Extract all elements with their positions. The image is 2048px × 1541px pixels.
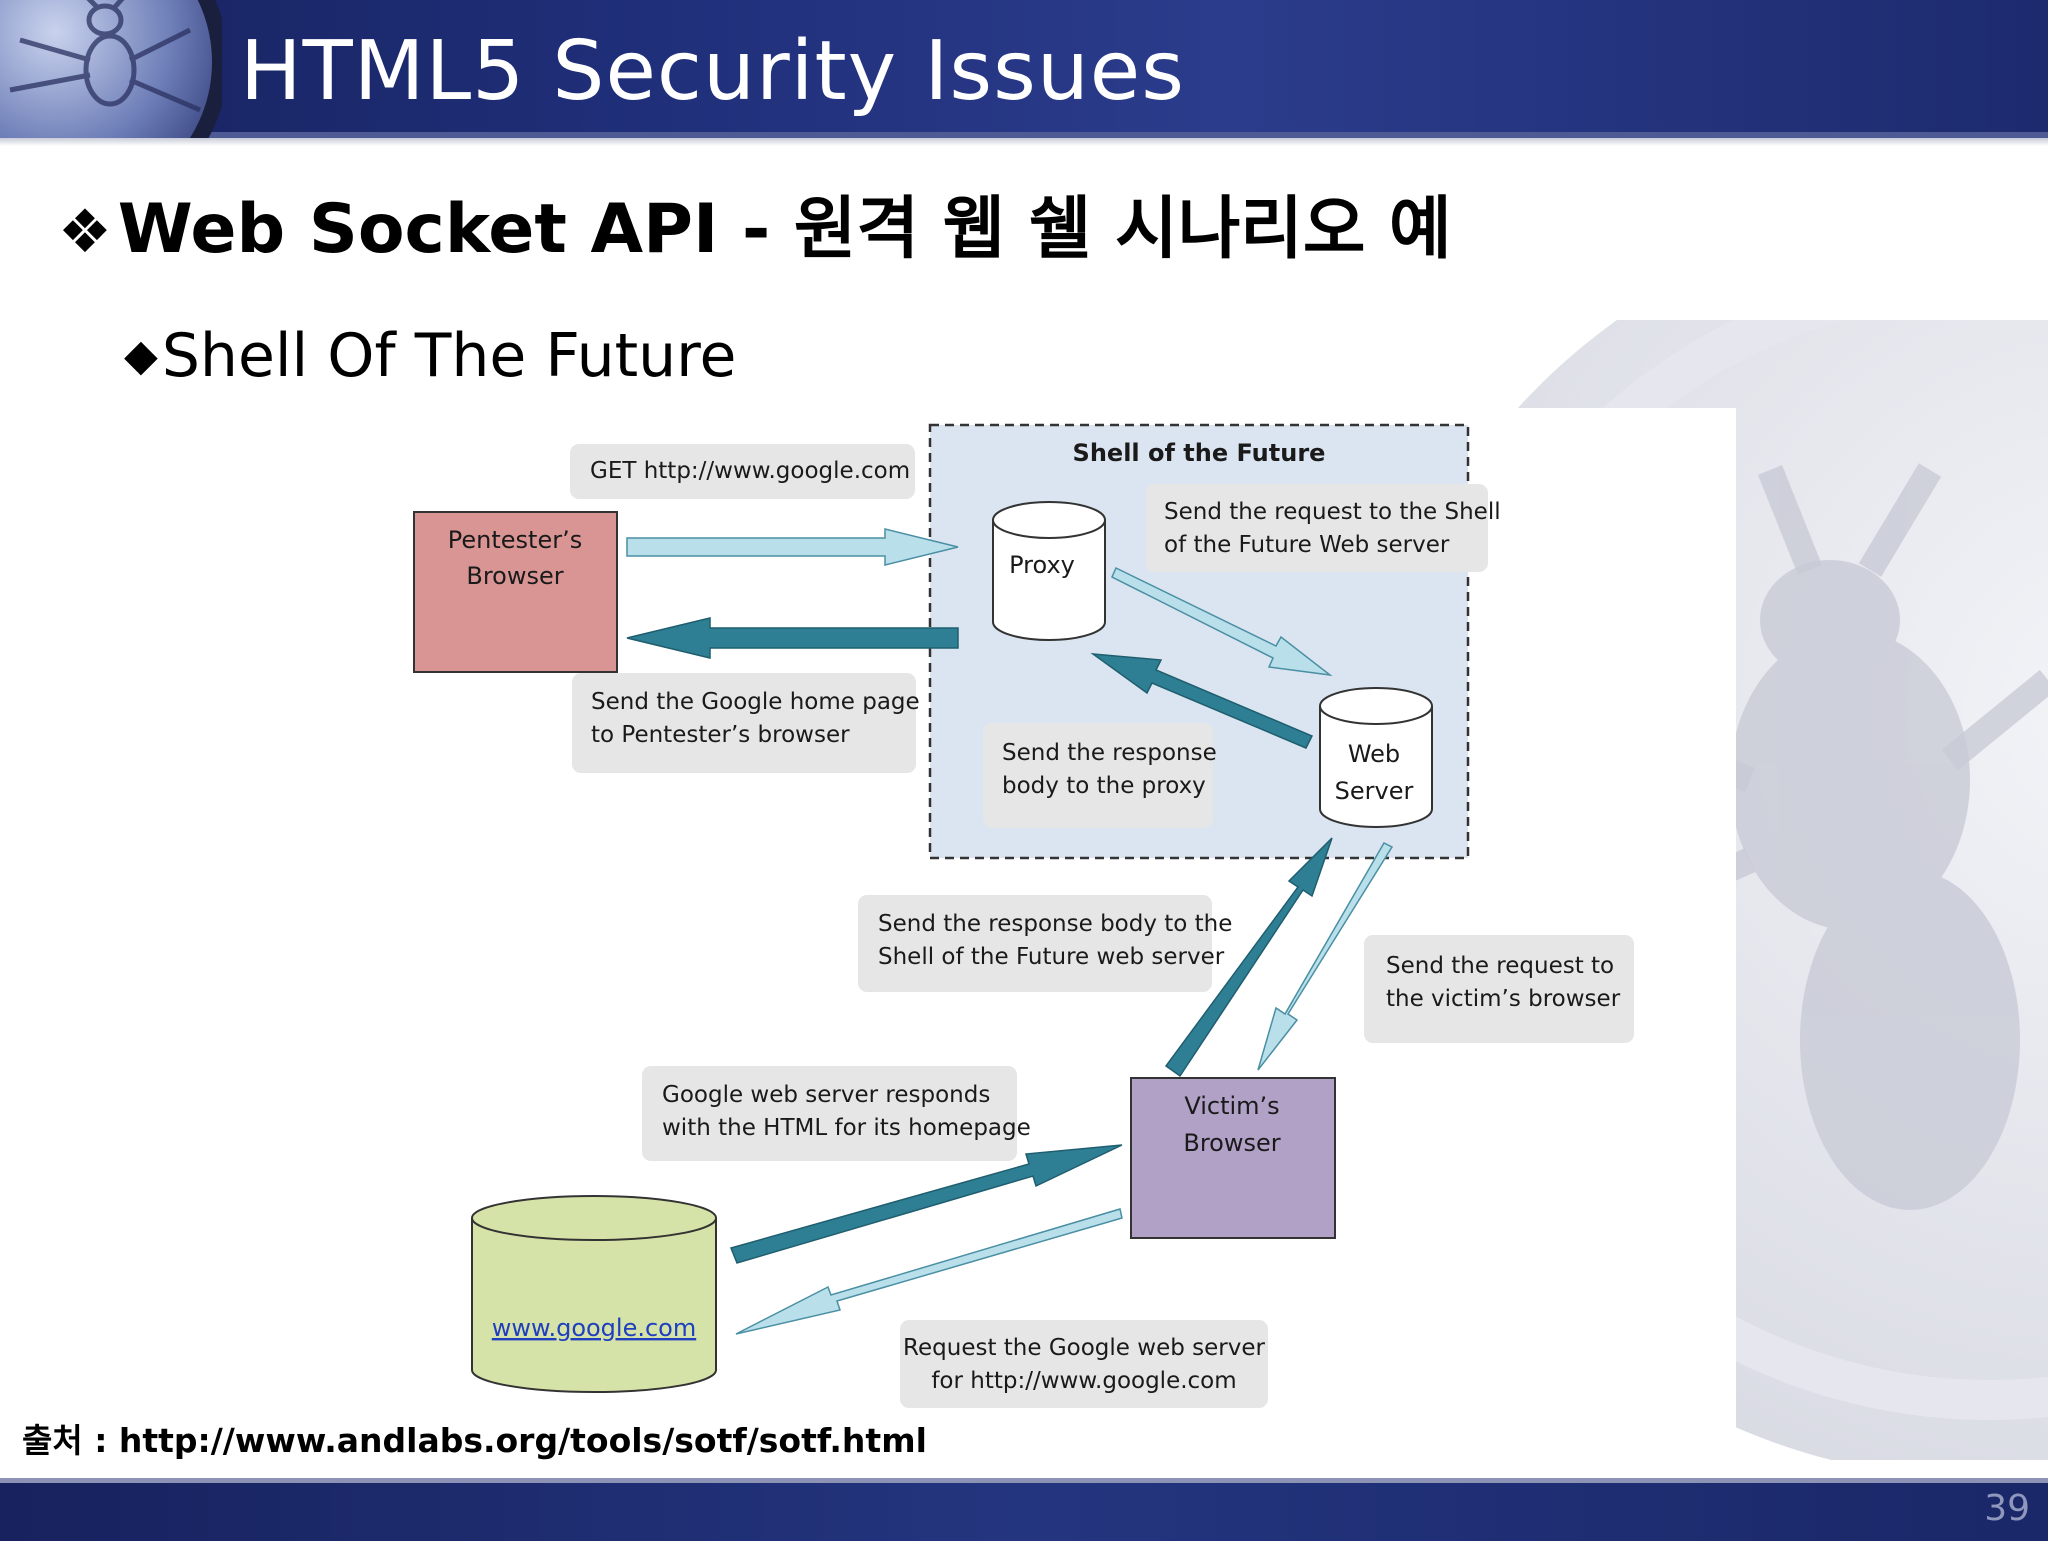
victim-browser-node: [1130, 1077, 1336, 1239]
subheading-text: Shell Of The Future: [161, 321, 737, 391]
proxy-node: [992, 501, 1106, 641]
wasp-icon: [0, 0, 222, 138]
arrow-proxy-to-pentester: [626, 617, 959, 659]
web-server-node: [1319, 687, 1433, 828]
label-box-response-proxy: [983, 723, 1213, 828]
shell-box-title: Shell of the Future: [1073, 439, 1326, 467]
pentester-browser-label-2: Browser: [466, 562, 563, 590]
slide-subheading: ◆Shell Of The Future: [124, 318, 736, 394]
label-google-responds-2: with the HTML for its homepage: [662, 1115, 1031, 1141]
label-request-google-1: Request the Google web server: [903, 1335, 1265, 1361]
label-send-to-victim-1: Send the request to: [1386, 953, 1614, 979]
arrow-victim-to-google: [735, 1208, 1123, 1335]
label-response-shell-2: Shell of the Future web server: [878, 944, 1225, 970]
label-send-to-shell-1: Send the request to the Shell: [1164, 499, 1501, 525]
pentester-browser-label-1: Pentester’s: [448, 526, 582, 554]
footer-bar: [0, 1478, 2048, 1541]
heading-bullet-icon: ❖: [58, 197, 112, 267]
label-request-google-2: for http://www.google.com: [931, 1368, 1236, 1394]
label-box-google-home: [572, 673, 916, 773]
label-get-request: GET http://www.google.com: [590, 458, 910, 484]
label-box-response-shell: [858, 895, 1212, 992]
header-shadow: [0, 138, 2048, 146]
google-link[interactable]: www.google.com: [492, 1314, 696, 1342]
label-response-proxy-2: body to the proxy: [1002, 773, 1206, 799]
label-response-shell-1: Send the response body to the: [878, 911, 1232, 937]
google-server-node: [471, 1195, 717, 1393]
web-server-label-2: Server: [1335, 777, 1414, 805]
pentester-browser-node: [413, 511, 618, 673]
label-box-send-to-shell: [1146, 484, 1488, 572]
page-number: 39: [1984, 1488, 2030, 1529]
heading-text: Web Socket API - 원격 웹 쉘 시나리오 예: [117, 190, 1452, 269]
label-google-home-2: to Pentester’s browser: [591, 722, 850, 748]
subheading-bullet-icon: ◆: [124, 330, 158, 381]
label-box-get: [570, 444, 915, 499]
label-box-send-to-victim: [1364, 935, 1634, 1043]
header-bar: [0, 0, 2048, 138]
victim-browser-label-1: Victim’s: [1184, 1092, 1279, 1120]
label-send-to-shell-2: of the Future Web server: [1164, 532, 1450, 558]
slide-heading: ❖Web Socket API - 원격 웹 쉘 시나리오 예: [58, 180, 1452, 280]
label-google-responds-1: Google web server responds: [662, 1082, 990, 1108]
label-box-google-responds: [642, 1066, 1017, 1161]
label-google-home-1: Send the Google home page: [591, 689, 920, 715]
arrow-victim-to-webserver: [1164, 837, 1333, 1078]
arrow-webserver-to-proxy: [1090, 653, 1314, 749]
proxy-label: Proxy: [1009, 551, 1075, 579]
label-response-proxy-1: Send the response: [1002, 740, 1217, 766]
web-server-label-1: Web: [1348, 740, 1400, 768]
arrow-pentester-to-proxy: [626, 528, 959, 566]
source-citation: 출처 : http://www.andlabs.org/tools/sotf/s…: [22, 1421, 927, 1460]
label-send-to-victim-2: the victim’s browser: [1386, 986, 1621, 1012]
slide-title: HTML5 Security Issues: [240, 24, 1185, 119]
arrow-webserver-to-victim: [1257, 842, 1394, 1071]
arrow-google-to-victim: [729, 1144, 1123, 1264]
arrow-proxy-to-webserver: [1111, 566, 1333, 677]
label-box-request-google: [900, 1320, 1268, 1408]
victim-browser-label-2: Browser: [1183, 1129, 1280, 1157]
